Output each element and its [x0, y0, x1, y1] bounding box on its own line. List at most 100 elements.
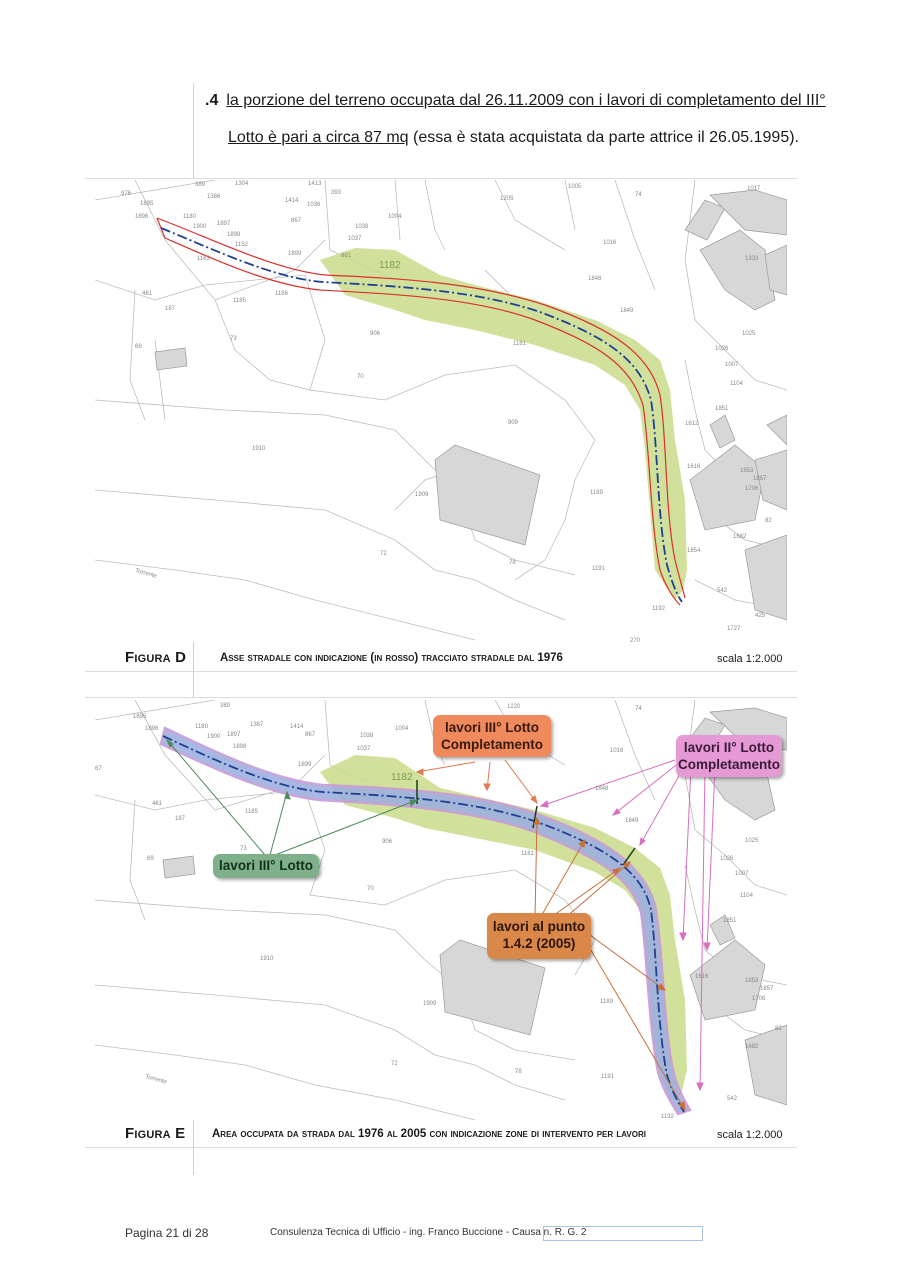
callout-punto-line2: 1.4.2 (2005): [502, 936, 576, 951]
footer-redacted-box: [543, 1226, 703, 1241]
figure-d-label: Figura D: [125, 649, 187, 666]
svg-text:1849: 1849: [625, 818, 639, 824]
svg-text:389: 389: [220, 703, 231, 709]
svg-text:1025: 1025: [745, 838, 759, 844]
svg-text:1163: 1163: [197, 256, 211, 262]
torrente-label-e: Torrente: [144, 1074, 167, 1086]
svg-text:542: 542: [727, 1096, 738, 1102]
figure-e-label: Figura E: [125, 1125, 186, 1142]
svg-text:867: 867: [291, 218, 302, 224]
svg-text:1189: 1189: [600, 999, 614, 1005]
footer-page-number: Pagina 21 di 28: [125, 1226, 209, 1240]
svg-text:1895: 1895: [140, 201, 154, 207]
svg-text:73: 73: [240, 846, 247, 852]
svg-text:1682: 1682: [745, 1044, 759, 1050]
svg-text:67: 67: [95, 766, 102, 772]
callout-lotto-iii-text: lavori III° Lotto: [219, 858, 313, 873]
svg-text:1005: 1005: [568, 184, 582, 190]
figure-d-bottom-rule: [85, 671, 797, 672]
road-number-label-e: 1182: [391, 772, 413, 783]
road-number-label: 1182: [379, 260, 401, 271]
svg-text:1682: 1682: [733, 534, 747, 540]
margin-line-e: [193, 1120, 194, 1175]
svg-text:906: 906: [370, 331, 381, 337]
svg-text:1895: 1895: [133, 714, 147, 720]
callout-completamento-ii-line2: Completamento: [677, 757, 780, 772]
svg-text:906: 906: [382, 839, 393, 845]
svg-text:1896: 1896: [145, 726, 159, 732]
paragraph-text-2: (essa è stata acquistata da parte attric…: [408, 129, 799, 146]
svg-text:393: 393: [331, 190, 342, 196]
svg-text:542: 542: [717, 588, 728, 594]
callout-completamento-iii-line2: Completamento: [440, 737, 543, 752]
svg-text:1853: 1853: [740, 468, 754, 474]
svg-text:1414: 1414: [290, 724, 304, 730]
svg-text:1706: 1706: [752, 996, 766, 1002]
svg-text:1007: 1007: [725, 362, 739, 368]
figure-d-top-rule: [85, 178, 797, 179]
svg-text:1897: 1897: [217, 221, 231, 227]
svg-text:1205: 1205: [500, 196, 514, 202]
svg-text:1387: 1387: [250, 722, 264, 728]
svg-text:74: 74: [635, 706, 642, 712]
svg-text:82: 82: [775, 1026, 782, 1032]
svg-text:1104: 1104: [740, 893, 754, 899]
svg-text:861: 861: [341, 253, 352, 259]
svg-text:461: 461: [142, 291, 153, 297]
svg-text:1037: 1037: [357, 746, 371, 752]
callout-punto: lavori al punto 1.4.2 (2005): [487, 913, 591, 959]
svg-text:1851: 1851: [715, 406, 729, 412]
svg-text:1186: 1186: [275, 291, 289, 297]
svg-text:74: 74: [635, 192, 642, 198]
svg-text:1037: 1037: [348, 236, 362, 242]
svg-text:1304: 1304: [235, 181, 249, 187]
figure-e-top-rule: [85, 697, 797, 698]
svg-text:1897: 1897: [227, 732, 241, 738]
svg-text:1004: 1004: [388, 214, 402, 220]
torrente-label-d: Torrente: [134, 568, 157, 580]
svg-text:1181: 1181: [521, 851, 535, 857]
callout-punto-line1: lavori al punto: [492, 919, 586, 934]
svg-text:1038: 1038: [360, 733, 374, 739]
svg-text:461: 461: [152, 801, 163, 807]
margin-line-d: [193, 642, 194, 697]
svg-text:69: 69: [147, 856, 154, 862]
svg-text:1016: 1016: [603, 240, 617, 246]
svg-text:1189: 1189: [590, 490, 604, 496]
paragraph-number: .4: [205, 92, 219, 109]
svg-text:1333: 1333: [745, 256, 759, 262]
svg-text:909: 909: [508, 420, 519, 426]
svg-text:1180: 1180: [195, 724, 209, 730]
svg-text:187: 187: [165, 306, 176, 312]
svg-text:1152: 1152: [235, 242, 249, 248]
svg-text:1848: 1848: [588, 276, 602, 282]
svg-text:1414: 1414: [285, 198, 299, 204]
callout-completamento-ii: lavori II° Lotto Completamento: [676, 735, 782, 777]
figure-d-scale: scala 1:2.000: [717, 653, 783, 665]
svg-text:70: 70: [367, 886, 374, 892]
svg-text:1706: 1706: [745, 486, 759, 492]
svg-text:1192: 1192: [661, 1114, 675, 1120]
svg-text:70: 70: [357, 374, 364, 380]
figure-e-caption: Area occupata da strada dal 1976 al 2005…: [212, 1128, 646, 1140]
svg-text:1026: 1026: [720, 856, 734, 862]
svg-text:187: 187: [175, 816, 186, 822]
callout-completamento-ii-line1: lavori II° Lotto: [683, 740, 775, 755]
svg-text:1104: 1104: [730, 381, 744, 387]
svg-text:1899: 1899: [288, 251, 302, 257]
svg-text:1909: 1909: [423, 1001, 437, 1007]
svg-text:1181: 1181: [513, 341, 527, 347]
svg-text:1038: 1038: [355, 224, 369, 230]
svg-text:389: 389: [195, 182, 206, 188]
svg-text:1899: 1899: [298, 762, 312, 768]
svg-text:1017: 1017: [747, 186, 761, 192]
svg-text:82: 82: [765, 518, 772, 524]
svg-text:78: 78: [509, 560, 516, 566]
svg-text:1185: 1185: [245, 809, 259, 815]
svg-text:1853: 1853: [745, 978, 759, 984]
svg-text:78: 78: [515, 1069, 522, 1075]
callout-completamento-iii-line1: lavori III° Lotto: [445, 720, 539, 735]
